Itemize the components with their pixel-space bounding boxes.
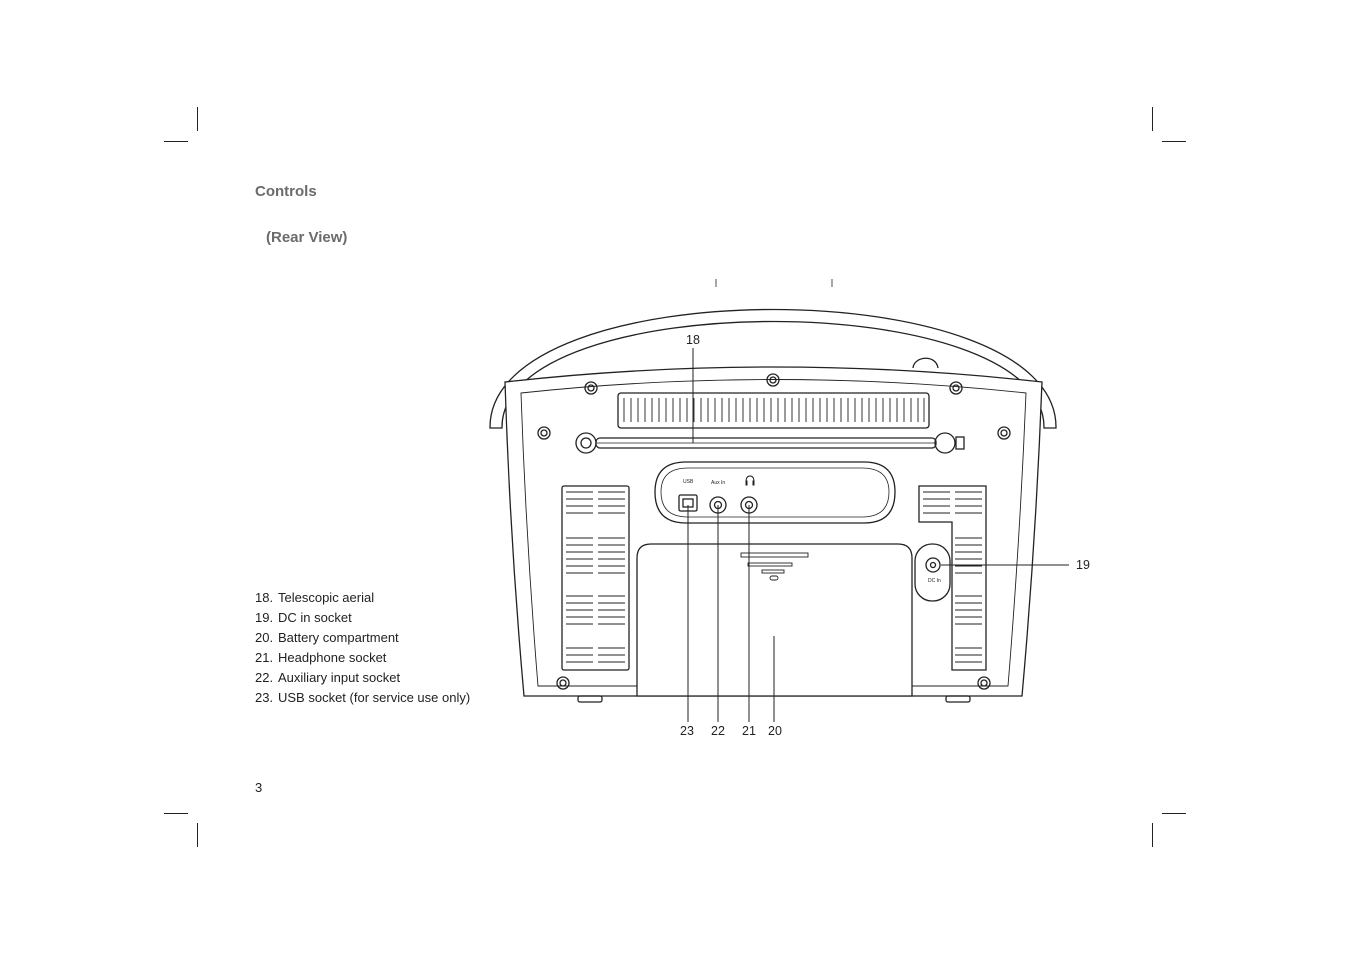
callout-19: 19 [1076,558,1090,572]
crop-mark [1162,813,1186,814]
telescopic-aerial [575,432,965,454]
legend-item: 23. USB socket (for service use only) [255,688,470,708]
right-speaker-grille-slots [923,491,982,663]
legend-item: 22. Auxiliary input socket [255,668,470,688]
legend-item: 20. Battery compartment [255,628,470,648]
legend-label: Battery compartment [278,630,399,645]
legend-label: USB socket (for service use only) [278,690,471,705]
battery-compartment-cover [636,543,913,697]
battery-cover-latch [740,552,809,581]
legend-item: 18. Telescopic aerial [255,588,470,608]
crop-mark [197,823,198,847]
screw [766,373,780,387]
legend-number: 20. [255,630,274,645]
legend-number: 22. [255,670,274,685]
legend-number: 21. [255,650,274,665]
dc-socket-panel [914,543,951,602]
legend-label: Auxiliary input socket [278,670,401,685]
foot [945,695,971,703]
aux-label: Aux In [711,480,725,486]
top-vent-slots [623,398,925,422]
tuning-knob [912,357,939,369]
callout-22: 22 [711,724,725,738]
legend-item: 21. Headphone socket [255,648,470,668]
page-number: 3 [255,780,263,795]
callout-18: 18 [686,333,700,347]
screw [584,381,598,395]
legend-label: Headphone socket [278,650,387,665]
headphone-icon [745,475,755,486]
callout-20: 20 [768,724,782,738]
screw [537,426,551,440]
screw [556,676,570,690]
left-speaker-grille-slots [566,491,625,663]
legend-label: Telescopic aerial [278,590,375,605]
dc-in-socket [925,557,941,573]
callout-leaders [687,348,1069,722]
crop-mark [164,141,188,142]
callout-23: 23 [680,724,694,738]
foot [577,695,603,703]
legend-number: 18. [255,590,274,605]
legend-label: DC in socket [278,610,352,625]
screw [949,381,963,395]
section-title: Controls [255,183,317,200]
crop-mark [1152,823,1153,847]
screw [997,426,1011,440]
legend-number: 19. [255,610,274,625]
legend-number: 23. [255,690,274,705]
top-vent [617,392,930,429]
crop-mark [164,813,188,814]
right-speaker-grille [918,485,987,671]
connector-panel [654,461,896,524]
crop-mark [197,107,198,131]
callout-21: 21 [742,724,756,738]
carry-handle [489,308,1057,429]
view-title: (Rear View) [266,229,348,246]
dc-label: DC In [928,578,941,584]
left-speaker-grille [561,485,630,671]
legend-item: 19. DC in socket [255,608,470,628]
controls-legend: 18. Telescopic aerial 19. DC in socket 20.… [255,588,470,708]
usb-label: USB [683,479,694,485]
crop-mark [1162,141,1186,142]
crop-mark [1152,107,1153,131]
screw [977,676,991,690]
